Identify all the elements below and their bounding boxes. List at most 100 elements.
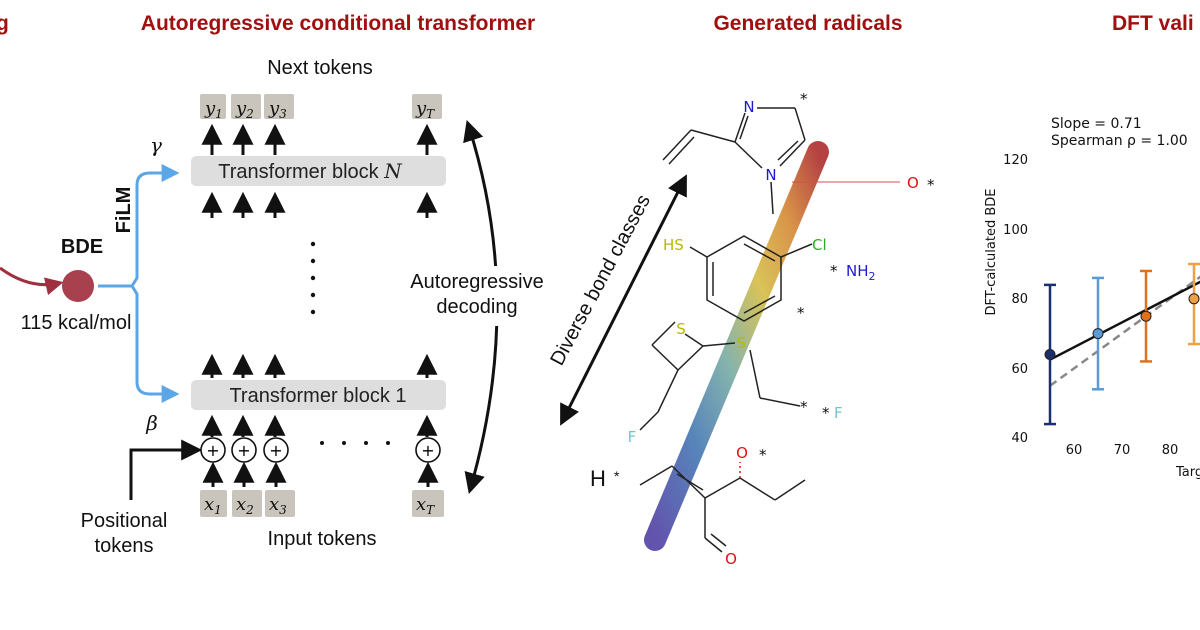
input-tokens-label: Input tokens [268, 528, 377, 550]
x-tick-label: 80 [1162, 443, 1179, 458]
svg-text:y1: y1 [204, 98, 223, 121]
y-tick-label: 60 [1011, 362, 1028, 377]
data-point [1092, 328, 1104, 340]
positional-label-line1: Positional [81, 510, 168, 532]
block-1-input-arrows [201, 414, 438, 437]
radical-star: * [830, 262, 838, 280]
atom-cl: Cl [812, 236, 827, 254]
slope-annotation: Slope = 0.71 [1051, 116, 1142, 132]
bde-node [62, 270, 94, 302]
positional-label-line2: tokens [95, 535, 154, 557]
svg-text:y3: y3 [268, 98, 287, 121]
y-tick-label: 80 [1011, 292, 1028, 307]
input-token: x2 [232, 490, 262, 517]
radical-star: * [800, 90, 808, 108]
x-tick-label: 60 [1066, 443, 1083, 458]
y-tick-label: 40 [1011, 431, 1028, 446]
transformer-block-n [191, 156, 446, 186]
svg-text:yT: yT [415, 98, 435, 121]
positional-add-node: + [415, 437, 441, 463]
block-n-input-arrows [201, 191, 438, 218]
positional-add-node: + [200, 437, 226, 463]
radicals-section-title: Generated radicals [713, 12, 902, 35]
radical-star: * [759, 446, 767, 464]
identity-line [1049, 275, 1200, 387]
svg-text:+: + [206, 441, 219, 460]
gamma-symbol: γ [150, 133, 162, 157]
svg-text:xT: xT [416, 494, 435, 517]
y-tick-label: 100 [1003, 223, 1028, 238]
svg-text:x3: x3 [269, 494, 287, 517]
atom-o: O [736, 444, 748, 462]
svg-text:+: + [269, 441, 282, 460]
y-tick-label: 120 [1003, 153, 1028, 168]
diverse-bonds-arrow [560, 174, 687, 426]
bde-value: 115 kcal/mol [21, 312, 132, 334]
film-beta-arrow [130, 285, 180, 403]
radical-star: * [800, 398, 808, 416]
input-token-arrows [202, 461, 439, 487]
radical-star: * [927, 176, 935, 194]
output-token: y1 [200, 94, 226, 121]
beta-symbol: β [145, 411, 158, 435]
input-token: xT [412, 490, 444, 517]
output-token: y2 [231, 94, 261, 121]
data-point [1044, 348, 1056, 360]
molecule-enal [639, 462, 806, 553]
autoregressive-label-line2: decoding [436, 296, 517, 318]
x-axis-ticks: 60 70 80 [1066, 443, 1179, 458]
molecule-imidazole [662, 107, 900, 215]
svg-text:x2: x2 [236, 494, 254, 517]
atom-sh: HS [663, 236, 684, 254]
dft-section-title: DFT vali [1112, 12, 1194, 35]
output-arrows [201, 123, 438, 155]
film-gamma-arrow [130, 164, 180, 287]
dft-plot-area [1044, 262, 1200, 426]
transformer-block-n-label: Transformer block N [218, 159, 403, 183]
token-ellipsis [320, 441, 390, 445]
atom-s: S [736, 334, 746, 352]
data-point [1188, 293, 1200, 305]
f-radical: F [834, 404, 843, 422]
svg-text:+: + [421, 441, 434, 460]
nh2-radical: NH2 [846, 262, 876, 283]
atom-o-radical: O [907, 174, 919, 192]
atom-s: S [676, 320, 686, 338]
autoregressive-label-line1: Autoregressive [410, 271, 543, 293]
atom-o: O [725, 550, 737, 568]
left-section-title: g [0, 12, 9, 35]
transformer-block-1-label: Transformer block 1 [229, 385, 406, 407]
radical-star: * [614, 468, 620, 484]
next-tokens-label: Next tokens [267, 57, 373, 79]
radical-star: * [822, 404, 830, 422]
bde-input-arrow [0, 266, 64, 296]
positional-add-node: + [231, 437, 257, 463]
data-point [1140, 310, 1152, 322]
svg-text:+: + [237, 441, 250, 460]
input-token: x3 [265, 490, 295, 517]
svg-text:y2: y2 [235, 98, 254, 121]
fit-line [1049, 280, 1200, 361]
y-axis-ticks: 120 100 80 60 40 [1003, 153, 1028, 446]
h-radical: H [590, 466, 606, 491]
atom-n: N [743, 98, 754, 116]
autoregressive-label-bg [396, 266, 556, 326]
transformer-section-title: Autoregressive conditional transformer [141, 12, 535, 35]
output-token: y3 [264, 94, 294, 121]
spearman-annotation: Spearman ρ = 1.00 [1051, 133, 1188, 149]
layer-ellipsis [310, 241, 316, 315]
block-1-output-arrows [201, 353, 438, 378]
output-token: yT [412, 94, 442, 121]
positional-add-node: + [263, 437, 289, 463]
x-tick-label: 70 [1114, 443, 1131, 458]
input-token: x1 [200, 490, 227, 517]
atom-n: N [765, 166, 776, 184]
radical-star: * [797, 304, 805, 322]
atom-f: F [628, 428, 637, 446]
bde-label: BDE [61, 236, 103, 258]
molecule-thietane [639, 321, 801, 431]
molecule-chlorothiophenol [689, 235, 813, 322]
film-label: FiLM [113, 187, 135, 234]
